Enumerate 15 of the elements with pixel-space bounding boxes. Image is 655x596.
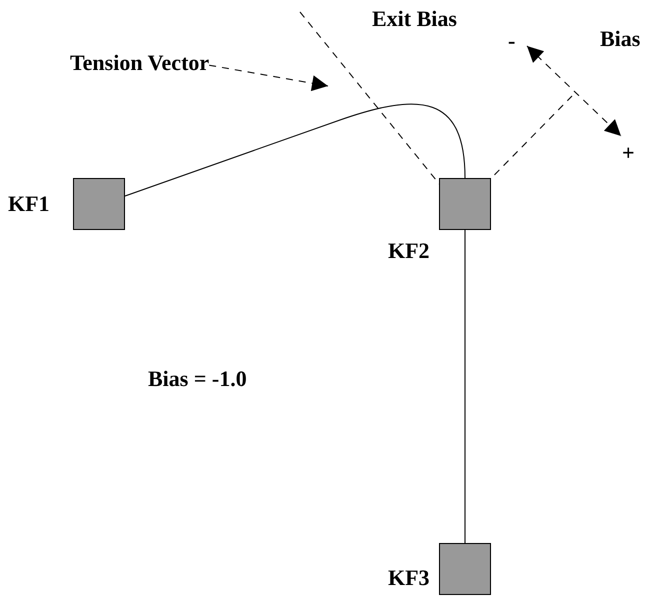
keyframe-box xyxy=(439,543,491,595)
keyframe-label: KF2 xyxy=(388,240,430,262)
spline-curve xyxy=(464,230,466,544)
annotation-label: Bias xyxy=(600,28,640,50)
keyframe-label: KF3 xyxy=(388,567,430,589)
annotation-label: + xyxy=(622,142,635,164)
keyframe-box xyxy=(439,178,491,230)
annotation-label: - xyxy=(508,30,516,52)
callout-text: Tension Vector xyxy=(70,52,210,74)
annotation-label: Exit Bias xyxy=(372,8,457,30)
keyframe-label: KF1 xyxy=(8,193,50,215)
keyframe-box xyxy=(73,178,125,230)
annotation-label: Bias = -1.0 xyxy=(148,368,247,390)
spline-curve xyxy=(124,104,466,196)
leader-line xyxy=(208,64,328,92)
